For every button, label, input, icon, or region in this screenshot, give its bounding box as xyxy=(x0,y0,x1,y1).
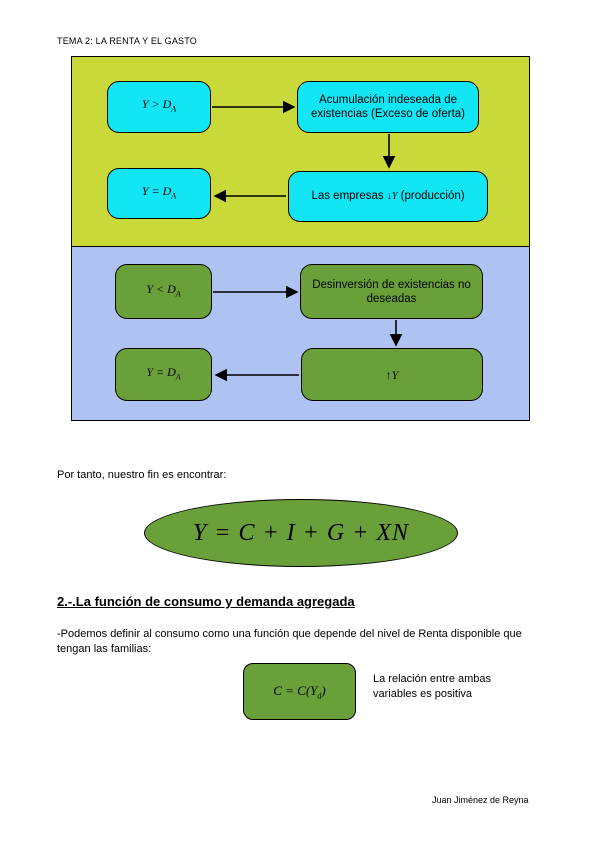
box-y-equal-da-top: Y = DA xyxy=(107,168,211,219)
relationship-note: La relación entre ambas variables es pos… xyxy=(373,673,492,700)
aggregate-demand-equation: Y = C + I + G + XN xyxy=(144,499,458,567)
box-y-less-da: Y < DA xyxy=(115,264,212,319)
box-unwanted-inventory: Acumulación indeseada de existencias (Ex… xyxy=(297,81,479,133)
box-y-equal-da-top-text: Y = D xyxy=(141,183,172,198)
box-disinvestment: Desinversión de existencias no deseadas xyxy=(300,264,483,319)
box-firms-text-mid: ↓Y xyxy=(386,191,398,202)
document-header: TEMA 2: LA RENTA Y EL GASTO xyxy=(57,36,197,46)
box-y-equal-da-top-sub: A xyxy=(171,191,177,201)
box-y-equal-da-bottom: Y = DA xyxy=(115,348,212,401)
section-title: 2.-.La función de consumo y demanda agre… xyxy=(57,594,355,609)
box-y-less-da-sub: A xyxy=(175,289,181,299)
box-y-equal-da-bottom-text: Y = D xyxy=(146,364,176,379)
intro-text: Por tanto, nuestro fin es encontrar: xyxy=(57,469,227,481)
consumption-function-box: C = C(Yd) xyxy=(243,663,356,720)
consumption-formula-sub: d xyxy=(317,691,322,701)
consumption-paragraph: -Podemos definir al consumo como una fun… xyxy=(57,628,522,655)
consumption-formula-end: ) xyxy=(321,682,326,698)
box-y-greater-da-sub: A xyxy=(171,104,177,114)
box-firms-text-pre: Las empresas xyxy=(311,190,384,202)
box-disinvestment-text: Desinversión de existencias no deseadas xyxy=(312,278,471,305)
consumption-formula: C = C(Y xyxy=(273,682,318,698)
box-increase-y-text: ↑Y xyxy=(385,367,399,382)
box-unwanted-inventory-text: Acumulación indeseada de existencias (Ex… xyxy=(310,94,466,120)
box-y-less-da-text: Y < D xyxy=(146,281,176,296)
box-y-equal-da-bottom-sub: A xyxy=(175,372,181,382)
box-firms-text-post: (producción) xyxy=(400,190,465,202)
box-y-greater-da: Y > DA xyxy=(107,81,211,133)
box-y-greater-da-text: Y > D xyxy=(141,97,172,112)
document-footer: Juan Jiménez de Reyna xyxy=(432,795,529,805)
box-increase-y: ↑Y xyxy=(301,348,483,401)
box-firms-reduce-production: Las empresas ↓Y (producción) xyxy=(288,171,488,222)
equation-text: Y = C + I + G + XN xyxy=(192,519,410,546)
